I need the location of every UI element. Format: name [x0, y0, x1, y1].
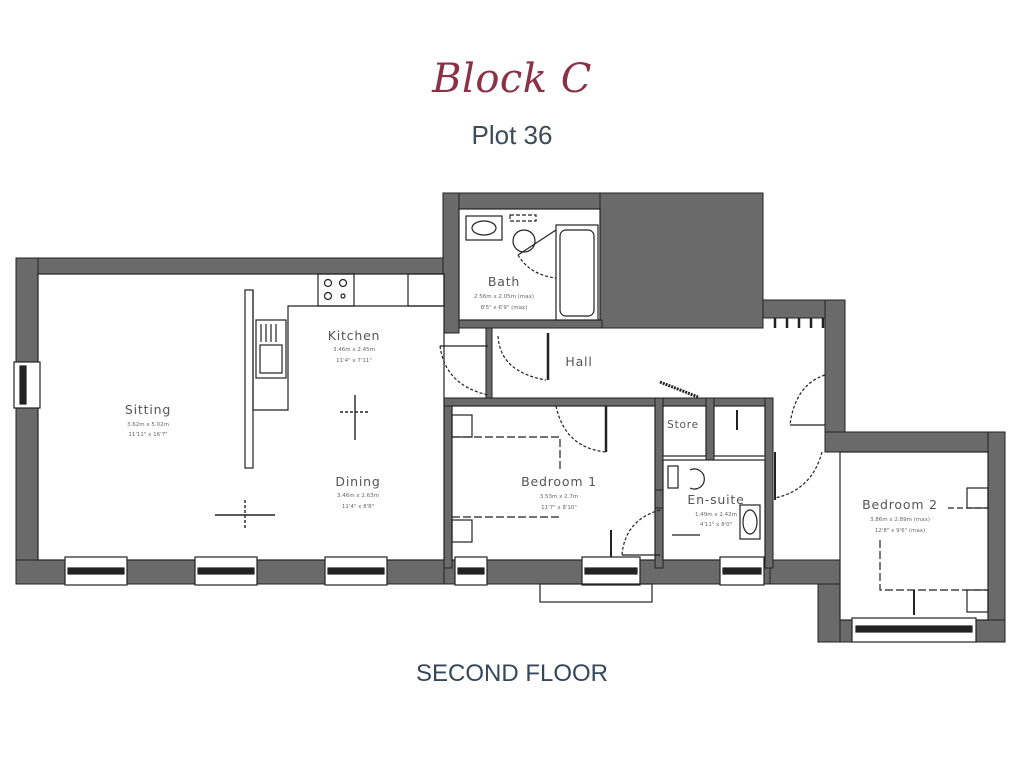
bedroom1-details [451, 405, 661, 560]
ceiling-markers [215, 395, 370, 530]
room-interiors [37, 208, 989, 621]
hall-details [439, 318, 826, 426]
ensuite-details [667, 410, 761, 540]
svg-text:11'11" x 16'7": 11'11" x 16'7" [128, 432, 167, 438]
room-label-bath: Bath [488, 274, 520, 289]
room-labels: Sitting 3.62m x 5.02m 11'11" x 16'7" Kit… [125, 274, 938, 534]
svg-text:1.49m x 2.42m: 1.49m x 2.42m [695, 512, 737, 518]
svg-text:4'11" x 8'0": 4'11" x 8'0" [700, 522, 732, 528]
room-label-bedroom-2: Bedroom 2 [862, 497, 938, 512]
floor-label: SECOND FLOOR [415, 660, 609, 687]
svg-text:3.62m x 5.02m: 3.62m x 5.02m [127, 422, 169, 428]
svg-text:2.56m x 2.05m (max): 2.56m x 2.05m (max) [474, 294, 534, 300]
room-label-kitchen: Kitchen [328, 328, 381, 343]
room-label-en-suite: En-suite [687, 492, 744, 507]
room-label-store: Store [667, 419, 699, 431]
bedroom2-details [774, 451, 989, 615]
svg-text:3.46m x 2.63m: 3.46m x 2.63m [337, 493, 379, 499]
bath-fixtures [465, 214, 599, 321]
room-label-dining: Dining [335, 474, 380, 489]
room-label-bedroom-1: Bedroom 1 [521, 474, 597, 489]
room-label-hall: Hall [565, 354, 592, 369]
svg-text:11'4" x 7'11": 11'4" x 7'11" [336, 358, 372, 364]
svg-text:3.53m x 2.7m: 3.53m x 2.7m [540, 494, 578, 500]
windows [13, 361, 977, 643]
room-label-sitting: Sitting [125, 402, 171, 417]
svg-text:3.46m x 2.45m: 3.46m x 2.45m [333, 347, 375, 353]
kitchen-units [244, 273, 445, 469]
svg-text:3.86m x 2.89m (max): 3.86m x 2.89m (max) [870, 517, 930, 523]
stairs-marks [773, 318, 825, 328]
svg-text:11'7" x 8'10": 11'7" x 8'10" [541, 505, 577, 511]
plot-number: Plot 36 [471, 120, 553, 150]
svg-text:11'4" x 8'8": 11'4" x 8'8" [342, 504, 374, 510]
svg-text:12'8" x 9'6" (max): 12'8" x 9'6" (max) [875, 528, 925, 534]
block-title: Block C [432, 56, 592, 102]
svg-text:8'5" x 6'9" (max): 8'5" x 6'9" (max) [481, 305, 528, 311]
